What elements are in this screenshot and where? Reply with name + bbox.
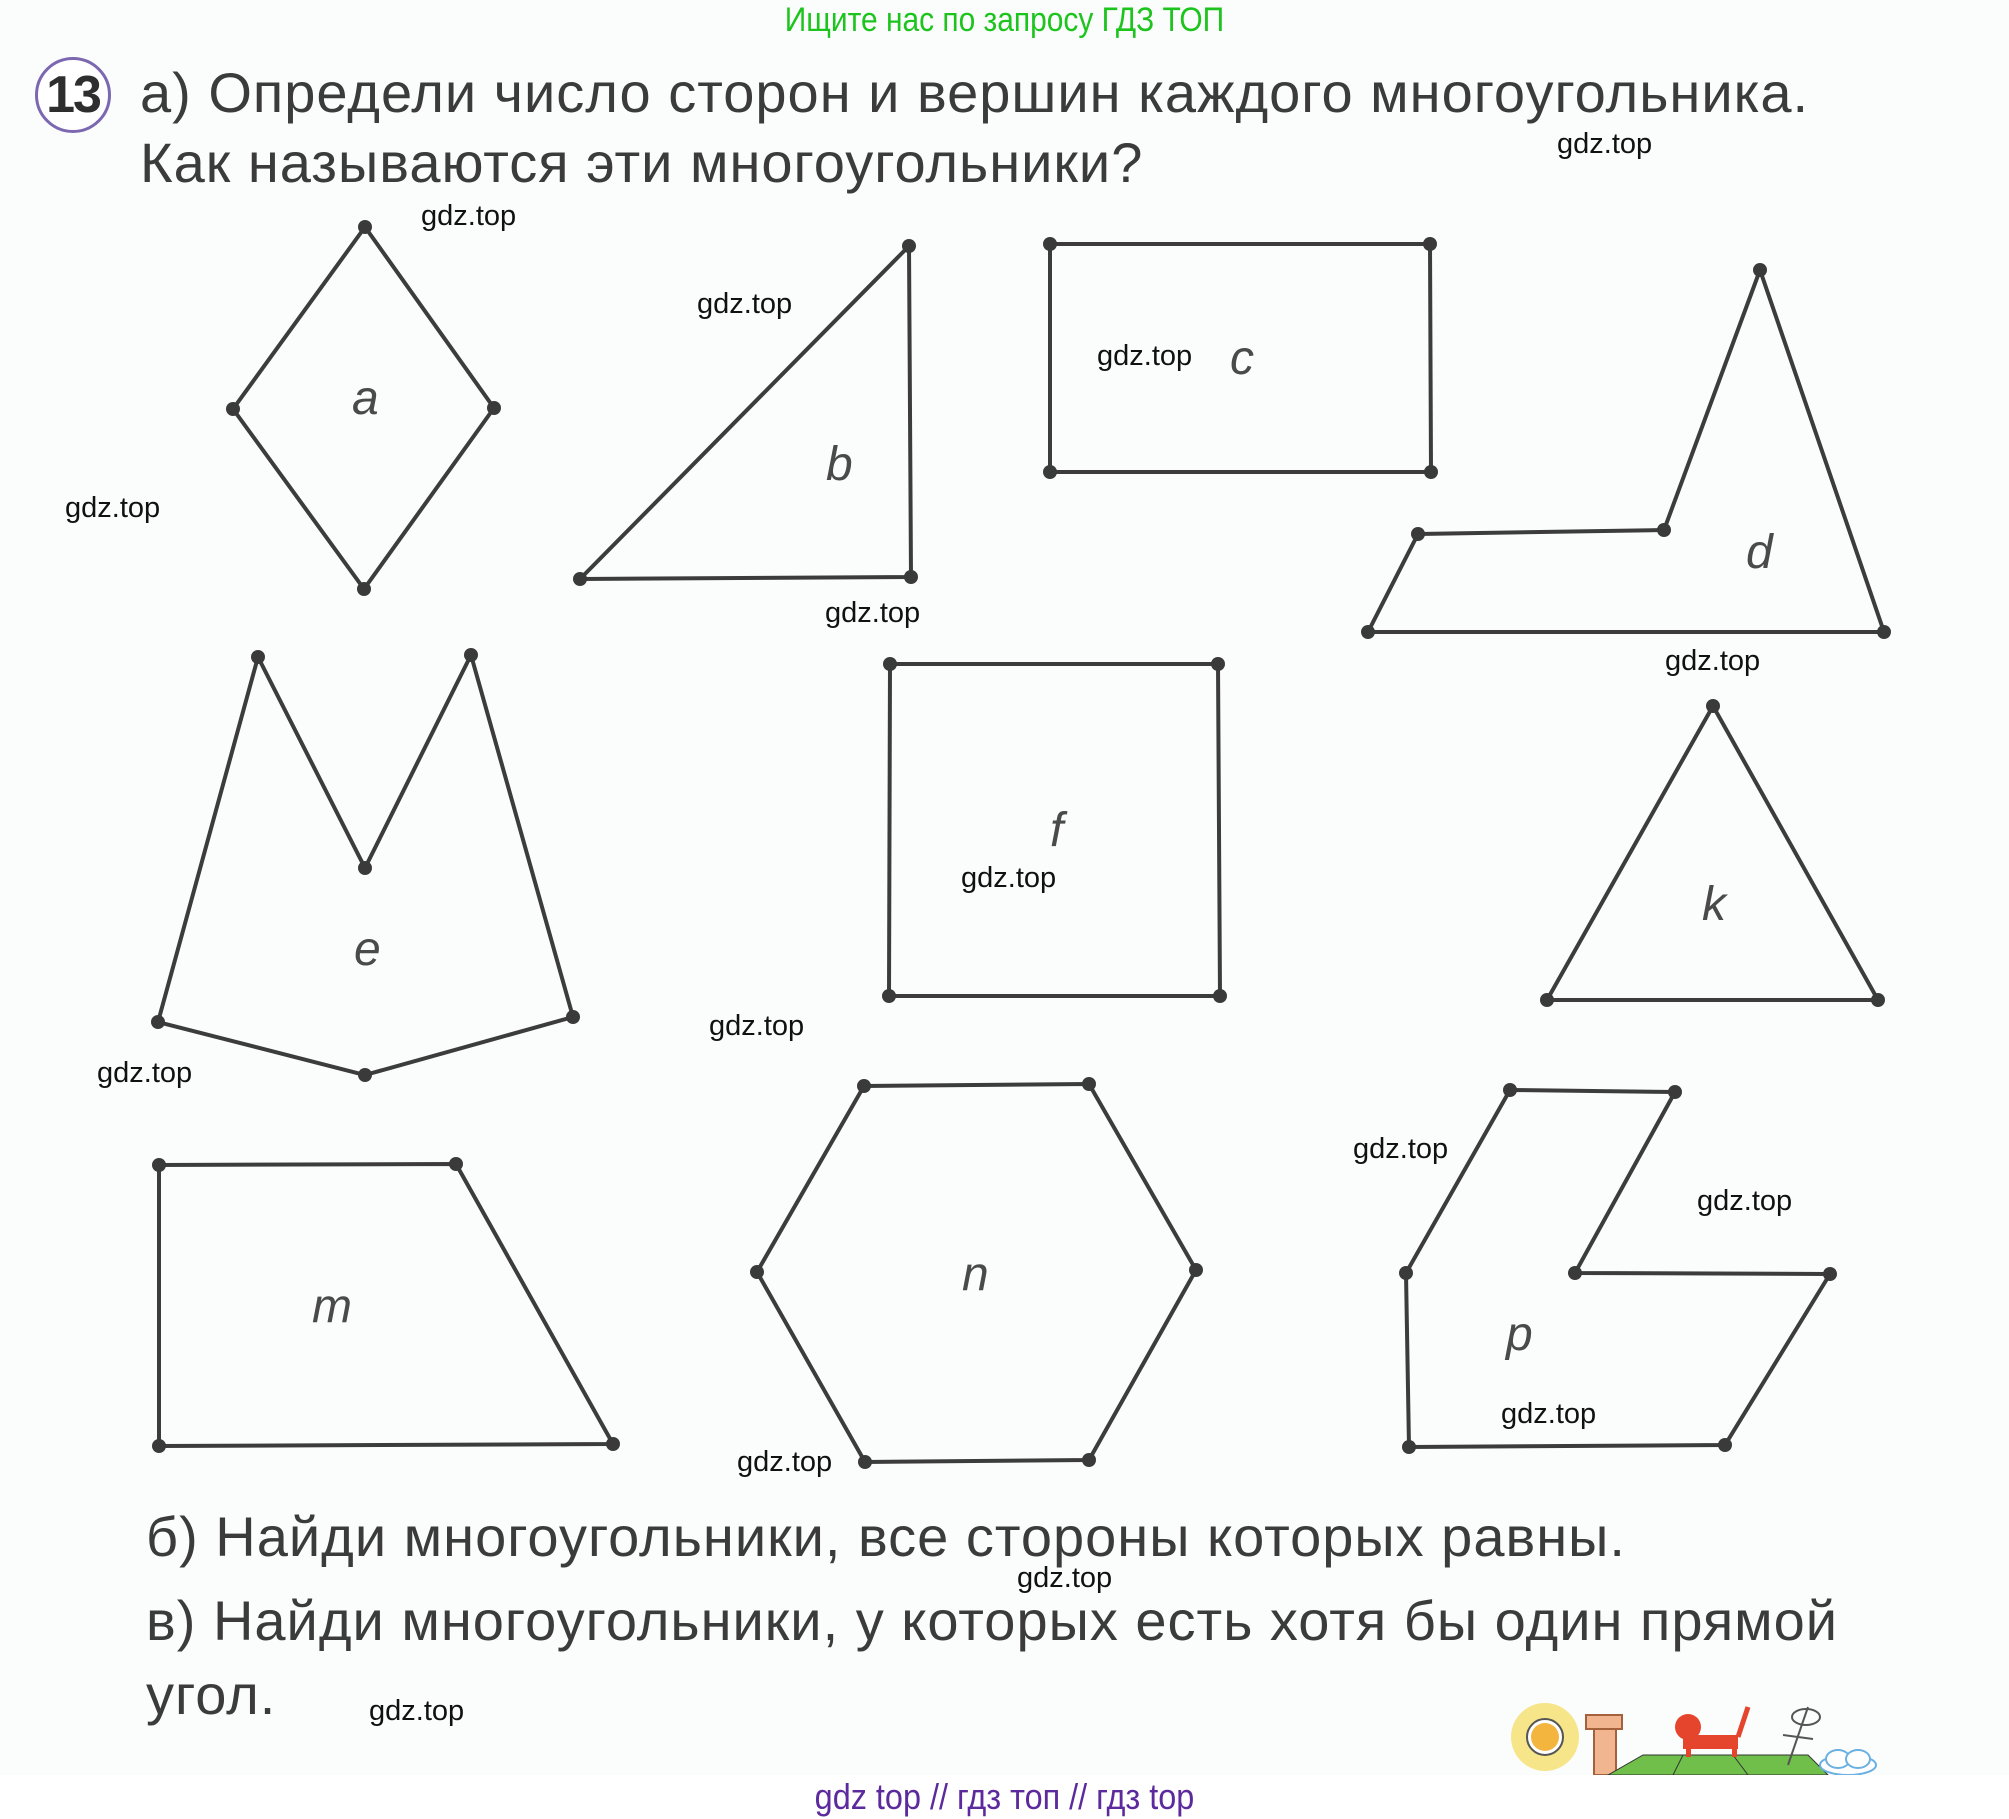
task-part-a-line2: Как называются эти многоугольники? <box>140 131 1144 194</box>
watermark: gdz.top <box>1501 1398 1597 1430</box>
figure-k-triangle <box>1545 704 1880 1002</box>
watermark: gdz.top <box>421 200 517 232</box>
task-part-b: б) Найди многоугольники, все стороны кот… <box>146 1505 1626 1568</box>
watermark: gdz.top <box>97 1057 193 1089</box>
watermark: gdz.top <box>369 1695 465 1727</box>
sun-icon <box>1511 1703 1579 1771</box>
watermark: gdz.top <box>709 1010 805 1042</box>
task-number-badge: 13 <box>35 57 111 133</box>
watermark: gdz.top <box>697 288 793 320</box>
roof-icon <box>1606 1754 1829 1775</box>
watermark: gdz.top <box>1665 645 1761 677</box>
figure-b-label: b <box>826 438 853 491</box>
watermark: gdz.top <box>961 862 1057 894</box>
figure-d-label: d <box>1746 526 1774 579</box>
figure-c-label: c <box>1230 332 1254 385</box>
figure-a-label: a <box>352 372 379 425</box>
figure-f-label: f <box>1050 804 1068 857</box>
cloud-icon <box>1819 1749 1877 1775</box>
figure-p-hexagon <box>1404 1088 1832 1449</box>
task-part-a-line1: а) Определи число сторон и вершин каждог… <box>140 61 1810 124</box>
cat-icon <box>1675 1706 1751 1757</box>
watermark: gdz.top <box>1557 128 1653 160</box>
figure-d-pentagon <box>1366 268 1886 634</box>
rooftop-cat-illustration <box>1508 1695 1878 1775</box>
search-banner: Ищите нас по запросу ГДЗ ТОП <box>784 1 1225 39</box>
footer-watermark: gdz top // гдз топ // гдз top <box>814 1776 1195 1817</box>
watermark: gdz.top <box>825 597 921 629</box>
watermark: gdz.top <box>1017 1562 1113 1594</box>
watermark: gdz.top <box>65 492 161 524</box>
figure-e-label: e <box>354 923 381 976</box>
figure-b-right-triangle <box>578 244 913 581</box>
figure-n-label: n <box>962 1248 989 1301</box>
figure-m-trapezoid <box>157 1162 615 1448</box>
watermark: gdz.top <box>737 1446 833 1478</box>
antenna-icon <box>1782 1706 1821 1766</box>
task-part-c-line2: угол. <box>146 1663 277 1726</box>
watermark: gdz.top <box>1097 340 1193 372</box>
figure-k-label: k <box>1702 878 1729 931</box>
figure-m-label: m <box>312 1280 352 1333</box>
polygon-figures: a b c d e f k m n p <box>151 220 1891 1469</box>
figure-p-label: p <box>1504 1308 1533 1361</box>
chimney-icon <box>1585 1714 1623 1775</box>
watermark: gdz.top <box>1353 1133 1449 1165</box>
textbook-page <box>0 0 2009 1775</box>
task-part-c-line1: в) Найди многоугольники, у которых есть … <box>146 1589 1839 1652</box>
watermark: gdz.top <box>1697 1185 1793 1217</box>
